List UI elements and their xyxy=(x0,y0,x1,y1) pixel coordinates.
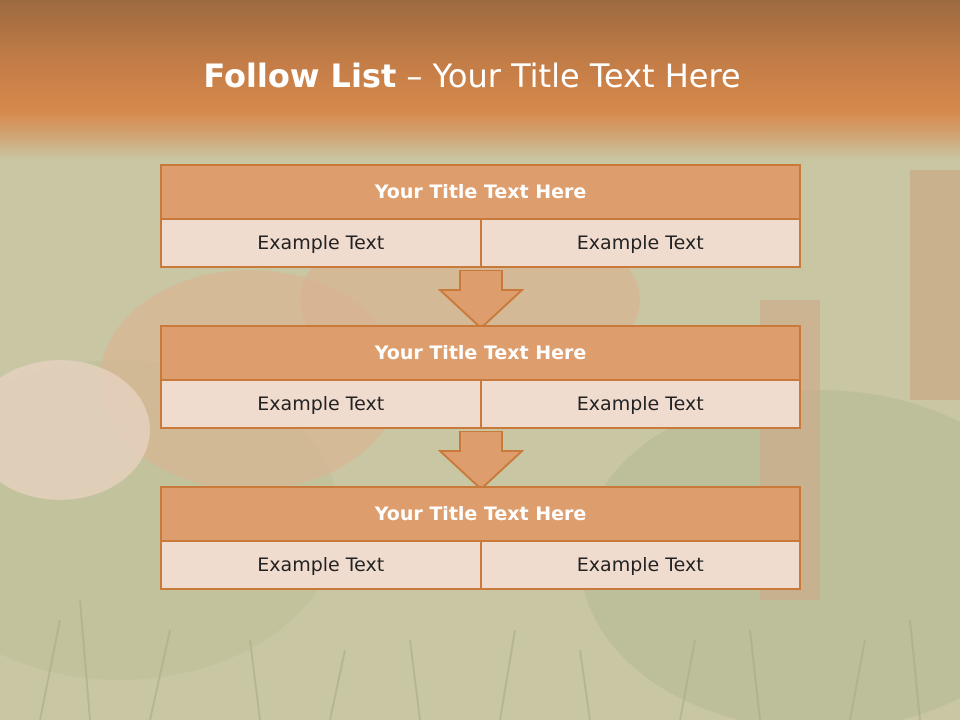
slide-title: Follow List – Your Title Text Here xyxy=(0,56,944,96)
step-title: Your Title Text Here xyxy=(160,325,801,381)
step-block-1: Your Title Text Here Example Text Exampl… xyxy=(160,164,801,268)
step-cell-left: Example Text xyxy=(160,540,482,590)
slide-title-bold: Follow List xyxy=(203,57,397,95)
down-arrow-icon xyxy=(438,431,524,491)
step-row: Example Text Example Text xyxy=(160,540,801,590)
step-cell-left: Example Text xyxy=(160,218,482,268)
step-cell-right: Example Text xyxy=(479,379,801,429)
step-title: Your Title Text Here xyxy=(160,164,801,220)
step-block-3: Your Title Text Here Example Text Exampl… xyxy=(160,486,801,590)
slide-title-rest: – Your Title Text Here xyxy=(406,57,741,95)
step-title: Your Title Text Here xyxy=(160,486,801,542)
down-arrow-icon xyxy=(438,270,524,330)
header-band xyxy=(0,0,960,160)
step-row: Example Text Example Text xyxy=(160,218,801,268)
step-row: Example Text Example Text xyxy=(160,379,801,429)
step-cell-right: Example Text xyxy=(479,218,801,268)
step-block-2: Your Title Text Here Example Text Exampl… xyxy=(160,325,801,429)
step-cell-right: Example Text xyxy=(479,540,801,590)
step-cell-left: Example Text xyxy=(160,379,482,429)
